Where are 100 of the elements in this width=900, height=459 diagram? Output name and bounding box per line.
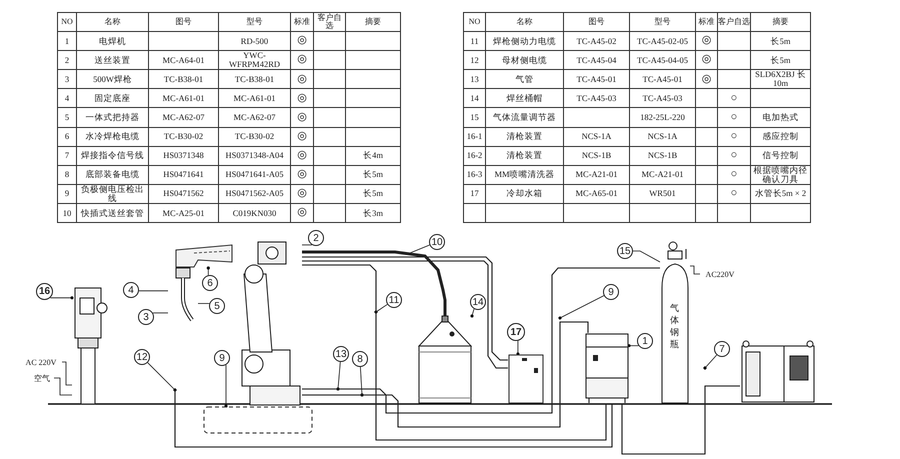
part-name: 一体式把持器 xyxy=(76,108,148,128)
model-number: TC-A45-03 xyxy=(630,88,696,108)
standard-mark: ◎ xyxy=(290,108,314,128)
welding-power-source-drawing xyxy=(585,333,629,404)
model-number: TC-B38-01 xyxy=(218,70,290,89)
part-name: 固定底座 xyxy=(76,88,148,108)
part-name: 清枪装置 xyxy=(486,127,564,146)
cable-line xyxy=(302,250,446,316)
cylinder-label: 气体钢瓶 xyxy=(669,302,680,350)
callout-number: 14 xyxy=(470,294,486,310)
column-header: 图号 xyxy=(564,12,630,32)
item-number: 16-2 xyxy=(464,146,486,166)
leader-line xyxy=(410,244,430,254)
option-mark: ○ xyxy=(718,127,750,146)
standard-mark: ◎ xyxy=(290,88,314,108)
model-number: TC-A45-01 xyxy=(630,70,696,89)
cooling-tank-drawing xyxy=(508,354,544,404)
item-number: 16-3 xyxy=(464,165,486,184)
item-number: 8 xyxy=(58,165,76,184)
robot-controller-drawing xyxy=(740,340,816,404)
remark-text: 长4m xyxy=(346,146,400,166)
part-name: 焊接指令信号线 xyxy=(76,146,148,166)
item-number: 4 xyxy=(58,88,76,108)
leader-line xyxy=(703,354,718,370)
callout-number: 1 xyxy=(637,333,653,349)
drawing-number: NCS-1A xyxy=(564,127,630,146)
item-number: 6 xyxy=(58,127,76,146)
remark-text: 电加热式 xyxy=(750,108,810,128)
part-name: 清枪装置 xyxy=(486,146,564,166)
column-header: 摘要 xyxy=(750,12,810,32)
leader-line xyxy=(360,366,364,397)
leader-line xyxy=(198,303,210,304)
model-number: WR501 xyxy=(630,184,696,204)
column-header: 客户自选 xyxy=(718,12,750,32)
leader-line xyxy=(224,364,228,408)
item-number: 11 xyxy=(464,32,486,51)
callout-number: 9 xyxy=(603,284,619,300)
leader-line xyxy=(206,266,210,276)
option-mark: ○ xyxy=(718,184,750,204)
leader-line xyxy=(690,266,700,274)
supply-label: AC220V xyxy=(700,268,740,280)
option-mark: ○ xyxy=(718,146,750,166)
leader-line xyxy=(138,290,168,292)
option-mark: ○ xyxy=(718,88,750,108)
standard-mark: ◎ xyxy=(290,184,314,204)
cable-line xyxy=(174,390,613,448)
part-name: 母材侧电缆 xyxy=(486,50,564,70)
cable-line xyxy=(302,267,660,414)
floor-pit-outline xyxy=(203,406,313,434)
model-number: MC-A62-07 xyxy=(218,108,290,128)
robot-arm-drawing xyxy=(176,244,232,268)
item-number: 5 xyxy=(58,108,76,128)
model-number: TC-A45-04-05 xyxy=(630,50,696,70)
drawing-number: MC-A64-01 xyxy=(148,50,218,70)
drawing-number: HS0471562 xyxy=(148,184,218,204)
remark-text: 长5m xyxy=(346,165,400,184)
callout-number: 8 xyxy=(352,351,368,367)
column-header: 标准 xyxy=(696,12,718,32)
standard-mark: ◎ xyxy=(290,50,314,70)
drawing-number: TC-A45-01 xyxy=(564,70,630,89)
remark-text: 长5m xyxy=(750,32,810,51)
callout-number: 3 xyxy=(138,309,154,325)
cable-line xyxy=(621,385,740,455)
drawing-number: TC-B38-01 xyxy=(148,70,218,89)
column-header: 型号 xyxy=(630,12,696,32)
wire-drum-drawing xyxy=(418,316,472,404)
part-name: MM喷嘴清洗器 xyxy=(486,165,564,184)
model-number: MC-A21-01 xyxy=(630,165,696,184)
callout-number: 12 xyxy=(134,349,150,365)
callout-number: 11 xyxy=(386,292,402,308)
item-number: 7 xyxy=(58,146,76,166)
item-number: 16-1 xyxy=(464,127,486,146)
model-number: YWC-WFRPM42RD xyxy=(218,50,290,70)
column-header: NO xyxy=(58,12,76,32)
item-number: 13 xyxy=(464,70,486,89)
column-header: NO xyxy=(464,12,486,32)
column-header: 名称 xyxy=(486,12,564,32)
standard-mark: ◎ xyxy=(696,70,718,89)
model-number: NCS-1A xyxy=(630,127,696,146)
cable-line xyxy=(302,321,589,428)
model-number: TC-B30-02 xyxy=(218,127,290,146)
leader-line xyxy=(516,340,520,356)
supply-label: 空气 xyxy=(30,372,54,384)
callout-number: 9 xyxy=(214,350,230,366)
model-number: 182-25L-220 xyxy=(630,108,696,128)
leader-line xyxy=(336,362,341,391)
leader-line xyxy=(50,296,74,300)
supply-label: AC 220V xyxy=(20,356,62,368)
leader-line xyxy=(147,362,177,392)
part-name: 底部装备电缆 xyxy=(76,165,148,184)
item-number: 2 xyxy=(58,50,76,70)
model-number: NCS-1B xyxy=(630,146,696,166)
drawing-number: TC-A45-02 xyxy=(564,32,630,51)
drawing-number: TC-B30-02 xyxy=(148,127,218,146)
part-name: 水冷焊枪电缆 xyxy=(76,127,148,146)
cable-line xyxy=(302,264,607,441)
callout-number: 6 xyxy=(202,275,218,291)
callout-number: 15 xyxy=(617,243,633,259)
remark-text: 感应控制 xyxy=(750,127,810,146)
column-header: 型号 xyxy=(218,12,290,32)
